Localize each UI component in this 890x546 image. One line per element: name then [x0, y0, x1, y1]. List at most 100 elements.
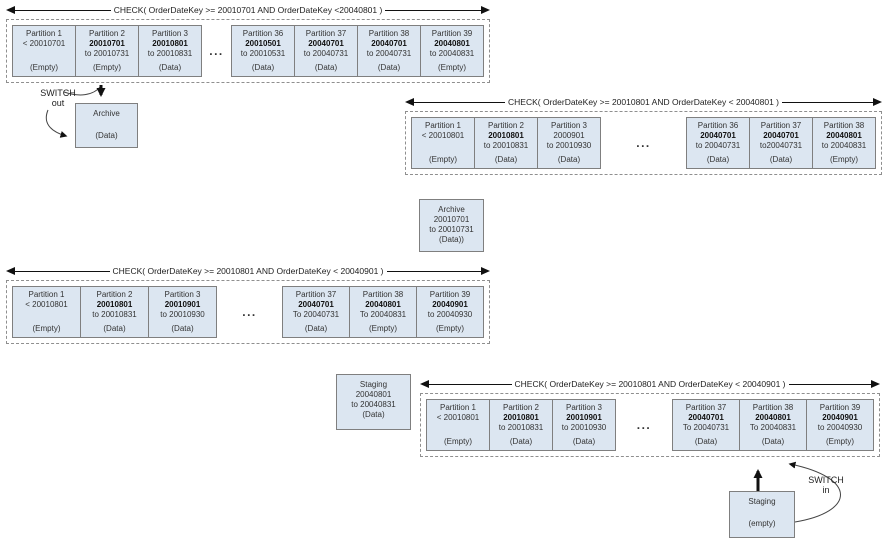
- partitioned-table-state-1: CHECK( OrderDateKey >= 20010701 AND Orde…: [6, 4, 491, 83]
- partition-status: (Data): [171, 324, 194, 333]
- archive-title: Archive: [438, 205, 465, 214]
- partition-box: Partition 2 20010701 to 20010731 (Empty): [75, 25, 139, 77]
- partition-box: Partition 38 20040701 to 20040731 (Data): [357, 25, 421, 77]
- partition-status: (Data): [572, 437, 596, 446]
- partition-title: Partition 3: [164, 290, 201, 299]
- check-constraint-label: CHECK( OrderDateKey >= 20010801 AND Orde…: [514, 379, 786, 389]
- partition-box: Partition 3 2000901 to 20010930 (Data): [537, 117, 601, 169]
- partition-title: Partition 1: [28, 290, 65, 299]
- left-arrowhead-icon: [405, 98, 414, 106]
- staging-status: (empty): [748, 519, 776, 528]
- partition-title: Partition 36: [697, 121, 739, 130]
- check-constraint-label: CHECK( OrderDateKey >= 20010701 AND Orde…: [113, 5, 383, 15]
- partition-start-date: 2000901: [553, 131, 585, 140]
- partition-end-date: to 20010831: [483, 141, 529, 150]
- left-arrowhead-icon: [6, 267, 15, 275]
- staging-empty-box: Staging (empty): [729, 491, 795, 538]
- archive-start-date: 20010701: [433, 215, 470, 224]
- partition-box: Partition 37 20040701 to20040731 (Data): [749, 117, 813, 169]
- right-arrowhead-icon: [481, 267, 491, 275]
- table-boundary: Partition 1 < 20010801 (Empty) Partition…: [405, 111, 882, 175]
- partition-status: (Data): [103, 324, 126, 333]
- partition-start-date: 20010901: [566, 413, 602, 422]
- archive-table-box: Archive (Data): [75, 103, 138, 148]
- partition-start-date: 20010801: [96, 300, 133, 309]
- archive-status: (Data): [95, 131, 118, 140]
- partition-title: Partition 37: [760, 121, 802, 130]
- left-arrowhead-icon: [6, 6, 15, 14]
- partition-status: (Empty): [826, 437, 854, 446]
- partitioned-table-state-4: CHECK( OrderDateKey >= 20010801 AND Orde…: [420, 378, 881, 457]
- staging-title: Staging: [359, 380, 388, 389]
- table-boundary: Partition 1 < 20010801 (Empty) Partition…: [420, 393, 880, 457]
- ellipsis: ...: [209, 44, 224, 58]
- partition-box: Partition 3 20010801 to 20010831 (Data): [138, 25, 202, 77]
- partition-title: Partition 1: [25, 29, 63, 38]
- partition-end-date: to 20040831: [429, 49, 475, 58]
- partition-end-date: to 20010531: [240, 49, 286, 58]
- partition-title: Partition 3: [565, 403, 603, 412]
- partition-start-date: 20040701: [688, 413, 724, 422]
- partition-end-date: [412, 141, 474, 151]
- partition-title: Partition 39: [819, 403, 861, 412]
- partition-status: (Empty): [30, 63, 58, 72]
- partition-box: Partition 39 20040901 to 20040930 (Empty…: [416, 286, 484, 338]
- partition-end-date: To 20040731: [292, 310, 340, 319]
- partition-status: (Data): [314, 63, 338, 72]
- partition-box: Partition 2 20010801 to 20010831 (Data): [474, 117, 538, 169]
- archive-end-date: to 20010731: [429, 225, 474, 234]
- check-range-line: CHECK( OrderDateKey >= 20010801 AND Orde…: [420, 378, 881, 390]
- ellipsis: ...: [242, 305, 257, 319]
- partition-end-date: to 20040731: [695, 141, 741, 150]
- partition-status: (Empty): [93, 63, 121, 72]
- partition-start-date: < 20010801: [421, 131, 465, 140]
- partition-title: Partition 36: [242, 29, 284, 38]
- partition-title: Partition 39: [429, 290, 471, 299]
- partition-end-date: to 20040930: [817, 423, 863, 432]
- partition-title: Partition 37: [305, 29, 347, 38]
- partition-end-date: to 20010930: [160, 310, 205, 319]
- partition-status: (Empty): [429, 155, 457, 164]
- partition-cluster-left: Partition 1 < 20010801 (Empty) Partition…: [426, 399, 616, 451]
- partition-cluster-right: Partition 37 20040701 To 20040731 (Data)…: [282, 286, 484, 338]
- partition-start-date: 20040901: [432, 300, 468, 309]
- partition-end-date: to 20010831: [498, 423, 544, 432]
- partition-box: Partition 1 < 20010701 (Empty): [12, 25, 76, 77]
- check-range-line: CHECK( OrderDateKey >= 20010801 AND Orde…: [405, 96, 883, 108]
- partition-start-date: 20040701: [308, 39, 344, 48]
- partition-start-date: 20040801: [365, 300, 401, 309]
- partition-status: (Empty): [436, 324, 464, 333]
- table-boundary: Partition 1 < 20010701 (Empty) Partition…: [6, 19, 490, 83]
- partition-start-date: 20010501: [245, 39, 281, 48]
- partition-title: Partition 39: [431, 29, 473, 38]
- partition-title: Partition 2: [96, 290, 133, 299]
- partition-start-date: 20010801: [152, 39, 188, 48]
- partition-status: (Data): [557, 155, 581, 164]
- partition-start-date: 20040801: [755, 413, 791, 422]
- partition-end-date: To 20040831: [749, 423, 797, 432]
- partition-title: Partition 2: [502, 403, 540, 412]
- partition-box: Partition 38 20040801 to 20040831 (Empty…: [812, 117, 876, 169]
- partition-start-date: 20040801: [826, 131, 862, 140]
- partition-title: Partition 3: [151, 29, 189, 38]
- partition-status: (Data): [251, 63, 275, 72]
- partition-start-date: 20040701: [763, 131, 799, 140]
- left-arrowhead-icon: [420, 380, 429, 388]
- partition-end-date: To 20040831: [359, 310, 407, 319]
- partition-cluster-right: Partition 36 20040701 to 20040731 (Data)…: [686, 117, 876, 169]
- partition-end-date: [13, 49, 75, 59]
- partition-end-date: to 20040930: [427, 310, 473, 319]
- staging-title: Staging: [748, 497, 776, 506]
- partition-box: Partition 2 20010801 to 20010831 (Data): [80, 286, 149, 338]
- partition-cluster-right: Partition 36 20010501 to 20010531 (Data)…: [231, 25, 484, 77]
- partition-box: Partition 1 < 20010801 (Empty): [426, 399, 490, 451]
- partition-status: (Data): [706, 155, 730, 164]
- partition-end-date: to 20040831: [821, 141, 867, 150]
- partition-status: (Data): [494, 155, 518, 164]
- partition-cluster-left: Partition 1 < 20010801 (Empty) Partition…: [12, 286, 217, 338]
- partition-end-date: to 20010831: [147, 49, 193, 58]
- partition-title: Partition 38: [752, 403, 794, 412]
- partition-status: (Data): [304, 324, 328, 333]
- archive-switched-box: Archive 20010701 to 20010731 (Data)): [419, 199, 484, 252]
